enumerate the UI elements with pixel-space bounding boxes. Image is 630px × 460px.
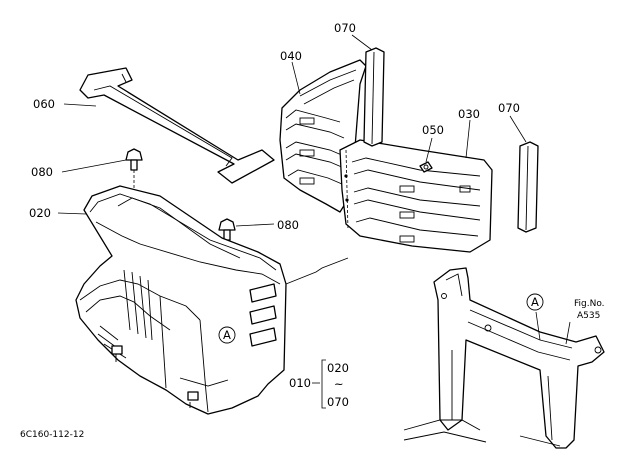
part-070-seal-left[interactable] — [363, 47, 385, 147]
marker-a-frame: A — [526, 293, 544, 311]
part-070-seal-right[interactable] — [517, 141, 539, 233]
callout-030: 030 — [458, 107, 480, 121]
leader-a2 — [535, 311, 541, 341]
assembly-tilde: ~ — [334, 377, 344, 391]
leader-020 — [57, 212, 87, 215]
leader-040 — [291, 61, 301, 95]
callout-020: 020 — [29, 206, 51, 220]
callout-080-right: 080 — [277, 218, 299, 232]
drawing-number: 6C160-112-12 — [20, 430, 84, 440]
leader-070-left — [351, 34, 373, 51]
leader-070-right — [509, 115, 527, 143]
leader-080-left — [61, 159, 127, 173]
figref-line1: Fig.No. — [574, 299, 605, 309]
part-050-clip[interactable] — [419, 161, 433, 173]
callout-050: 050 — [422, 123, 444, 137]
leader-080-right — [235, 223, 275, 227]
assembly-to: 070 — [327, 395, 349, 409]
svg-text:A: A — [531, 295, 539, 309]
callout-070-right: 070 — [498, 101, 520, 115]
callout-040: 040 — [280, 49, 302, 63]
leader-050 — [425, 137, 433, 163]
callout-070-left: 070 — [334, 21, 356, 35]
assembly-from: 020 — [327, 361, 349, 375]
front-frame-bracket — [403, 267, 605, 449]
figref-line2: A535 — [577, 311, 600, 321]
leader-figref — [565, 321, 571, 345]
part-020-front-grille[interactable] — [75, 185, 287, 415]
leader-060 — [63, 103, 97, 107]
part-030-side-panel[interactable] — [339, 139, 493, 253]
assembly-010: 010 020 ~ 070 — [289, 359, 349, 409]
callout-080-left: 080 — [31, 165, 53, 179]
callout-060: 060 — [33, 97, 55, 111]
leader-030 — [465, 119, 471, 159]
part-060-top-trim[interactable] — [79, 67, 275, 184]
assembly-main: 010 — [289, 376, 311, 390]
svg-text:A: A — [223, 328, 231, 342]
marker-a-grille: A — [218, 326, 236, 344]
panel-connection-line — [285, 257, 349, 285]
